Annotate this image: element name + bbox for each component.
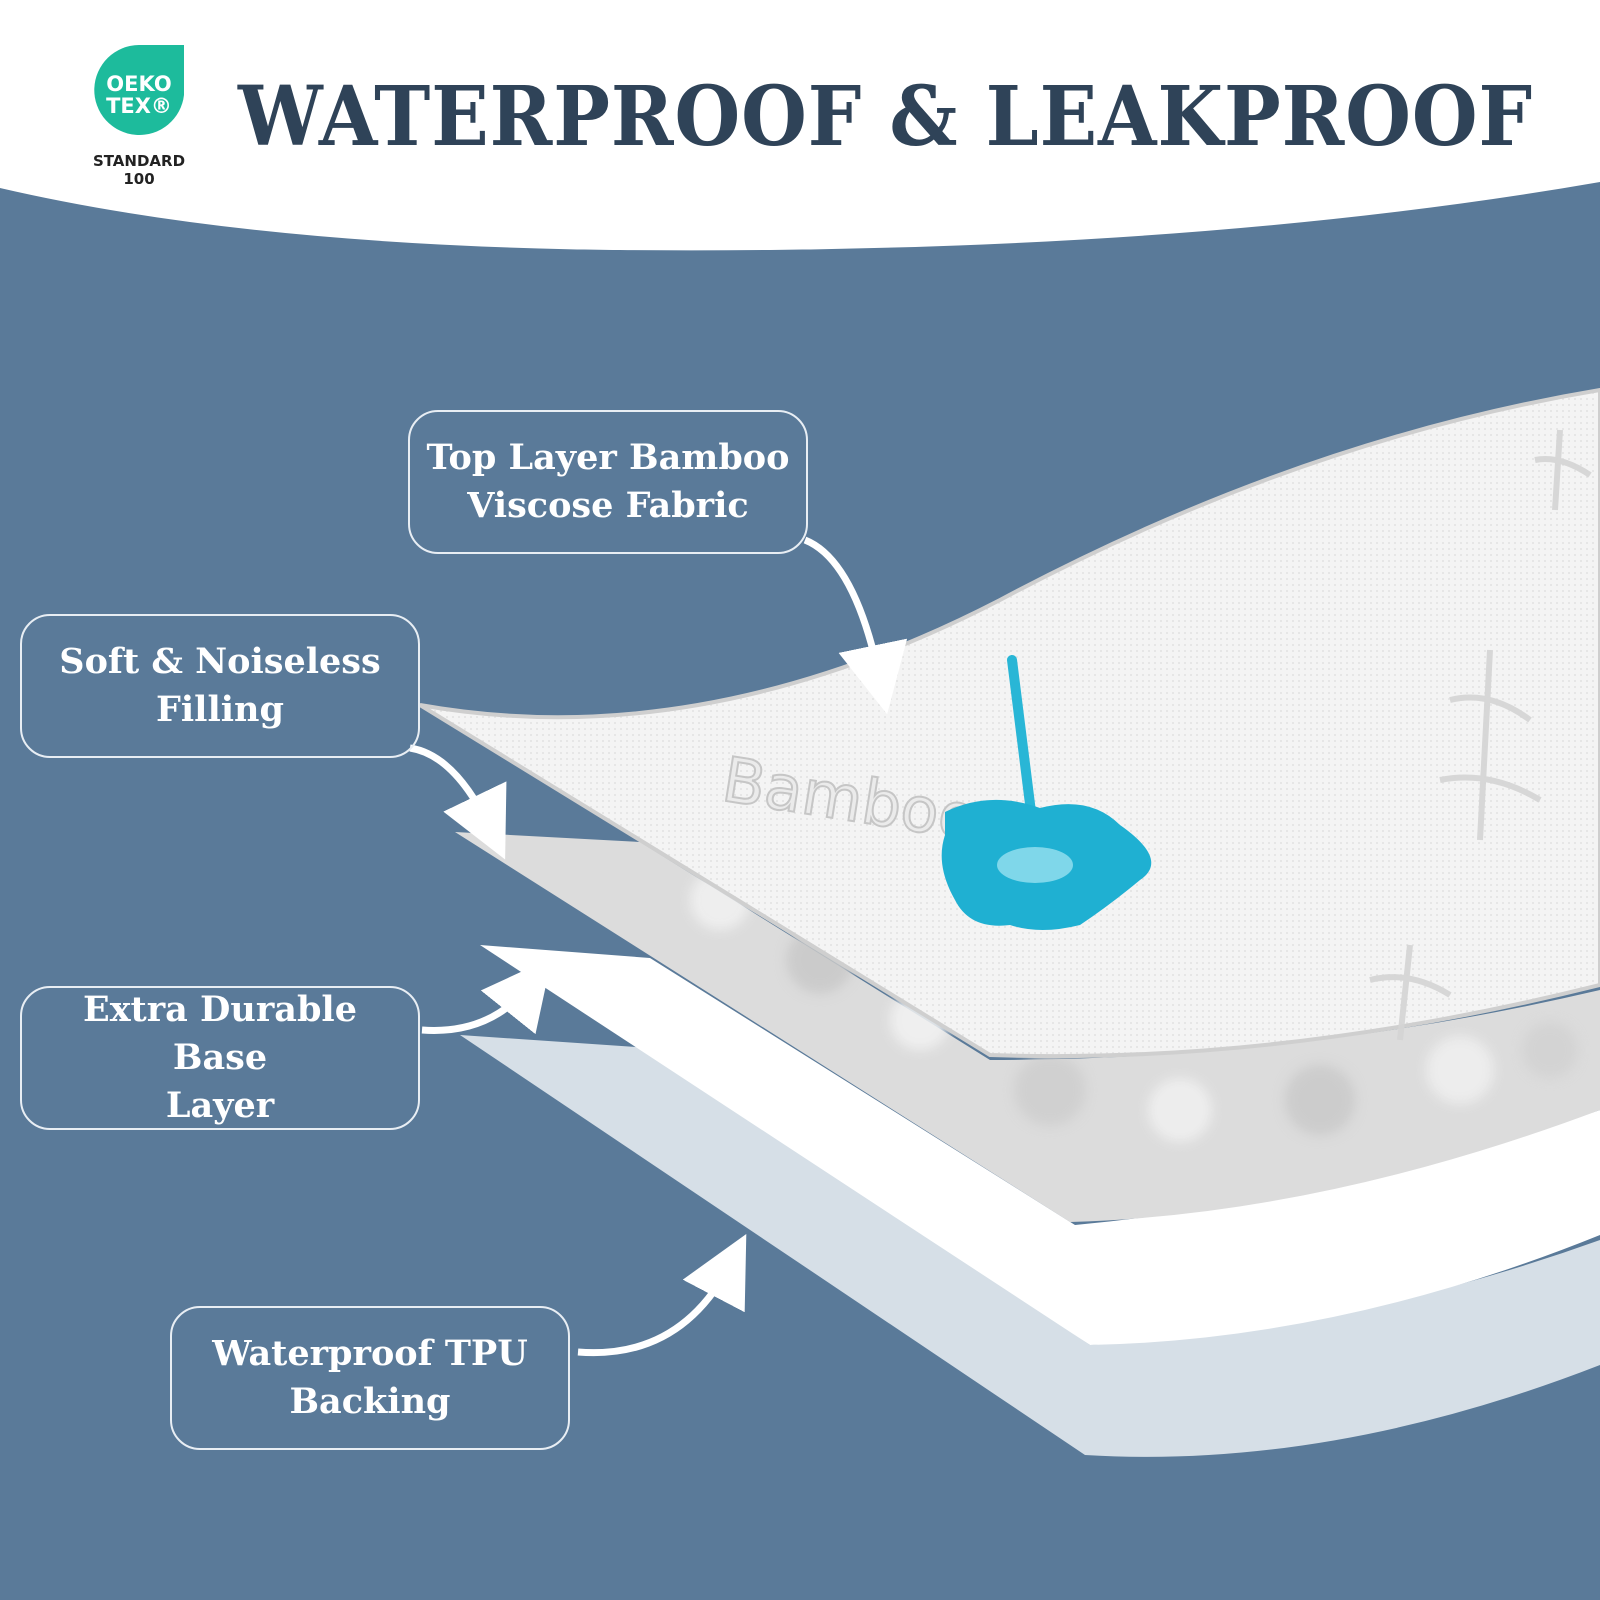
embossed-motifs xyxy=(1369,429,1592,1041)
base-layer xyxy=(480,945,1600,1345)
oeko-tex-logo-line2: TEX® xyxy=(106,94,172,118)
callout-top-layer: Top Layer Bamboo Viscose Fabric xyxy=(408,410,808,554)
water-stream xyxy=(1007,655,1037,825)
callout-top-layer-label: Top Layer Bamboo Viscose Fabric xyxy=(426,437,790,526)
header-band xyxy=(0,0,1600,251)
arrow-filling xyxy=(409,744,507,860)
top-fabric-layer xyxy=(418,387,1600,1059)
oeko-tex-label-line2: 100 xyxy=(123,170,155,188)
callout-base-layer: Extra Durable Base Layer xyxy=(20,986,420,1130)
callout-filling: Soft & Noiseless Filling xyxy=(20,614,420,758)
oeko-tex-badge: OEKO TEX® STANDARD 100 xyxy=(84,40,194,190)
arrow-base-layer xyxy=(421,957,552,1035)
oeko-tex-logo-icon xyxy=(94,45,184,135)
oeko-tex-logo-line1: OEKO xyxy=(106,72,172,96)
page-title: WATERPROOF & LEAKPROOF xyxy=(238,69,1533,165)
arrow-tpu-backing xyxy=(577,1234,747,1357)
callout-tpu-backing: Waterproof TPU Backing xyxy=(170,1306,570,1450)
tpu-backing-layer xyxy=(460,1035,1600,1457)
callout-filling-label: Soft & Noiseless Filling xyxy=(59,641,381,730)
oeko-tex-label-line1: STANDARD xyxy=(92,152,186,170)
filling-texture xyxy=(690,870,1578,1142)
arrow-top-layer xyxy=(803,536,908,715)
callout-tpu-backing-label: Waterproof TPU Backing xyxy=(212,1333,528,1422)
callout-base-layer-label: Extra Durable Base Layer xyxy=(83,989,357,1126)
water-splash-highlight xyxy=(997,847,1073,883)
